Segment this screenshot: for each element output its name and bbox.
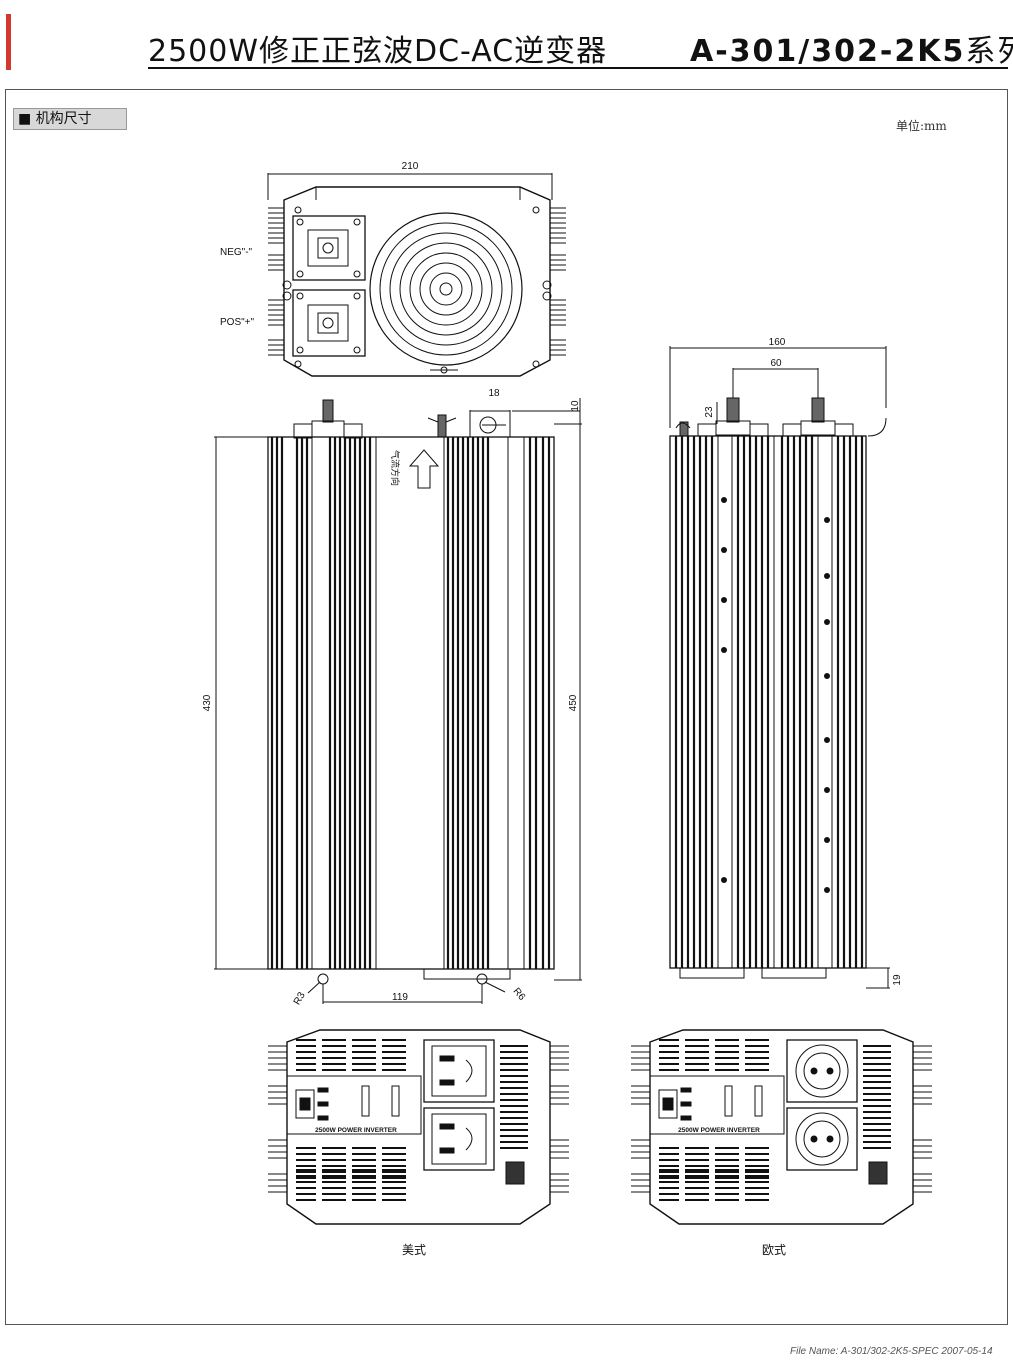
unit-label: 单位:mm [896, 119, 947, 133]
panel-eu [630, 1029, 933, 1225]
dim-18: 18 [488, 388, 500, 399]
series-label: 系列 [965, 34, 1013, 69]
title-underline [148, 67, 1008, 69]
section-label: 机构尺寸 [35, 111, 92, 127]
top-view [267, 173, 567, 377]
side-view [669, 346, 890, 989]
model-title: A-301/302-2K5系列 [690, 26, 1013, 70]
dim-60: 60 [770, 358, 782, 369]
dim-23: 23 [704, 406, 715, 418]
pos-terminal-label: POS"+" [220, 317, 255, 328]
dim-160: 160 [769, 337, 786, 348]
dim-10: 10 [570, 400, 581, 412]
panel-us [268, 1029, 570, 1225]
eu-brand-text: 2500W POWER INVERTER [678, 1127, 760, 1134]
airflow-label: 气流方向 [389, 450, 401, 486]
dim-430: 430 [202, 694, 213, 711]
dim-19: 19 [892, 974, 903, 986]
dim-width-210: 210 [402, 161, 419, 172]
section-header: ■ 机构尺寸 [13, 108, 127, 130]
us-brand-text: 2500W POWER INVERTER [315, 1127, 397, 1134]
footer-filename: File Name: A-301/302-2K5-SPEC 2007-05-14 [790, 1346, 993, 1357]
neg-terminal-label: NEG"-" [220, 247, 253, 258]
model-number: A-301/302-2K5 [690, 34, 966, 69]
accent-bar [6, 14, 11, 70]
front-view [214, 398, 582, 1004]
radius-r6: R6 [511, 986, 528, 1003]
us-caption: 美式 [402, 1243, 426, 1257]
eu-caption: 欧式 [762, 1243, 786, 1257]
dim-450: 450 [568, 694, 579, 711]
radius-r3: R3 [292, 990, 308, 1007]
dim-119: 119 [392, 992, 408, 1003]
section-marker-icon: ■ [18, 111, 32, 127]
page-title: 2500W修正正弦波DC-AC逆变器 [148, 34, 608, 69]
drawing-frame [5, 89, 1008, 1325]
